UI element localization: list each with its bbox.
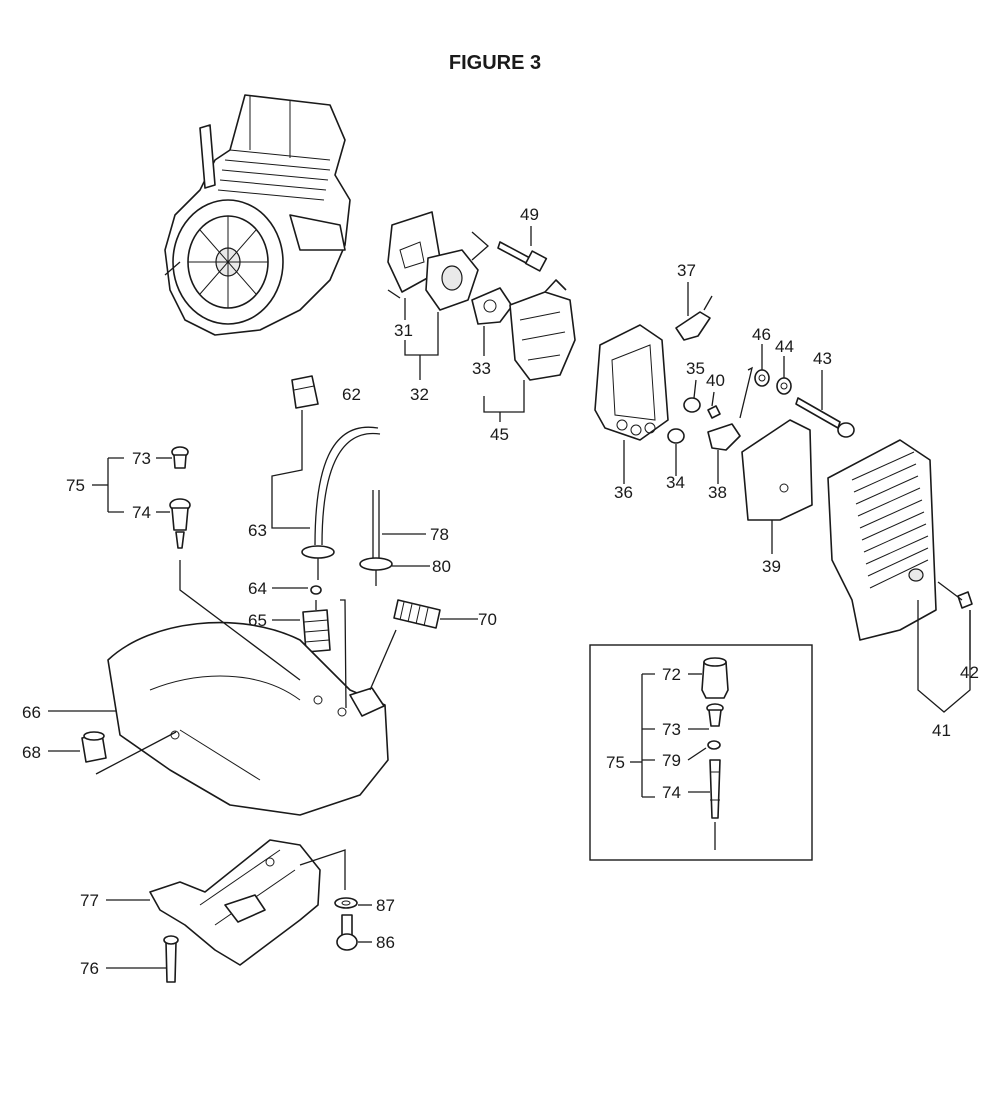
part-70-strainer [393, 599, 441, 629]
callout-49: 49 [520, 205, 539, 224]
part-78-return-pipe [359, 490, 393, 586]
callout-31: 31 [394, 321, 413, 340]
callout-70: 70 [478, 610, 497, 629]
part-73-grommet [171, 446, 189, 469]
callout-43: 43 [813, 349, 832, 368]
callout-75: 75 [66, 476, 85, 495]
callout-41: 41 [932, 721, 951, 740]
part-62-tank-cap [291, 375, 319, 409]
part-40-spring [707, 405, 721, 419]
inset-callout-73: 73 [662, 720, 681, 739]
callout-66: 66 [22, 703, 41, 722]
callout-34: 34 [666, 473, 685, 492]
callout-33: 33 [472, 359, 491, 378]
part-74-pipe [169, 498, 301, 681]
callout-38: 38 [708, 483, 727, 502]
part-34-collar [667, 428, 685, 444]
part-33-carb-gasket [471, 287, 513, 325]
part-64-clamp [310, 585, 322, 595]
inset-callout-75: 75 [606, 753, 625, 772]
part-45-carburetor [509, 279, 576, 381]
callout-35: 35 [686, 359, 705, 378]
callout-87: 87 [376, 896, 395, 915]
part-46-washer [754, 369, 770, 387]
callout-64: 64 [248, 579, 267, 598]
inset-callout-74: 74 [662, 783, 681, 802]
part-39-air-cleaner-cover [741, 419, 813, 521]
leader-lines [48, 226, 971, 969]
part-41-muffler-cover [827, 439, 937, 641]
callout-73: 73 [132, 449, 151, 468]
callout-32: 32 [410, 385, 429, 404]
part-86-bolt [336, 914, 358, 951]
part-68-cushion [81, 731, 107, 763]
callout-74: 74 [132, 503, 151, 522]
part-32-insulator [425, 249, 479, 311]
part-63-fuel-pipe [301, 426, 381, 580]
callout-65: 65 [248, 611, 267, 630]
part-38-choke-plate [707, 423, 741, 451]
callout-44: 44 [775, 337, 794, 356]
callout-86: 86 [376, 933, 395, 952]
callout-46: 46 [752, 325, 771, 344]
part-42-screw [937, 581, 973, 609]
callout-78: 78 [430, 525, 449, 544]
callout-77: 77 [80, 891, 99, 910]
part-36-air-cleaner-case [594, 324, 669, 441]
callout-80: 80 [432, 557, 451, 576]
part-35-collar [683, 397, 701, 413]
callout-36: 36 [614, 483, 633, 502]
part-44-washer [776, 377, 792, 395]
callout-37: 37 [677, 261, 696, 280]
callout-45: 45 [490, 425, 509, 444]
callout-40: 40 [706, 371, 725, 390]
part-87-washer [334, 897, 358, 909]
part-37-choke-lever [675, 295, 713, 341]
engine-assembly [164, 94, 351, 336]
figure-title: FIGURE 3 [448, 52, 542, 74]
callout-63: 63 [248, 521, 267, 540]
inset-callout-72: 72 [662, 665, 681, 684]
callout-68: 68 [22, 743, 41, 762]
part-76-screw [163, 935, 179, 983]
part-49-bolt [497, 241, 548, 272]
callout-76: 76 [80, 959, 99, 978]
part-77-bracket [149, 839, 321, 966]
callout-labels: 49 31 32 33 45 37 46 44 43 35 40 36 34 3… [22, 205, 979, 978]
callout-39: 39 [762, 557, 781, 576]
inset-callout-79: 79 [662, 751, 681, 770]
part-43-bolt [795, 397, 855, 438]
callout-42: 42 [960, 663, 979, 682]
inset-box: 72 73 79 75 74 [589, 644, 813, 861]
callout-62: 62 [342, 385, 361, 404]
part-65-fuel-filter [302, 600, 331, 653]
